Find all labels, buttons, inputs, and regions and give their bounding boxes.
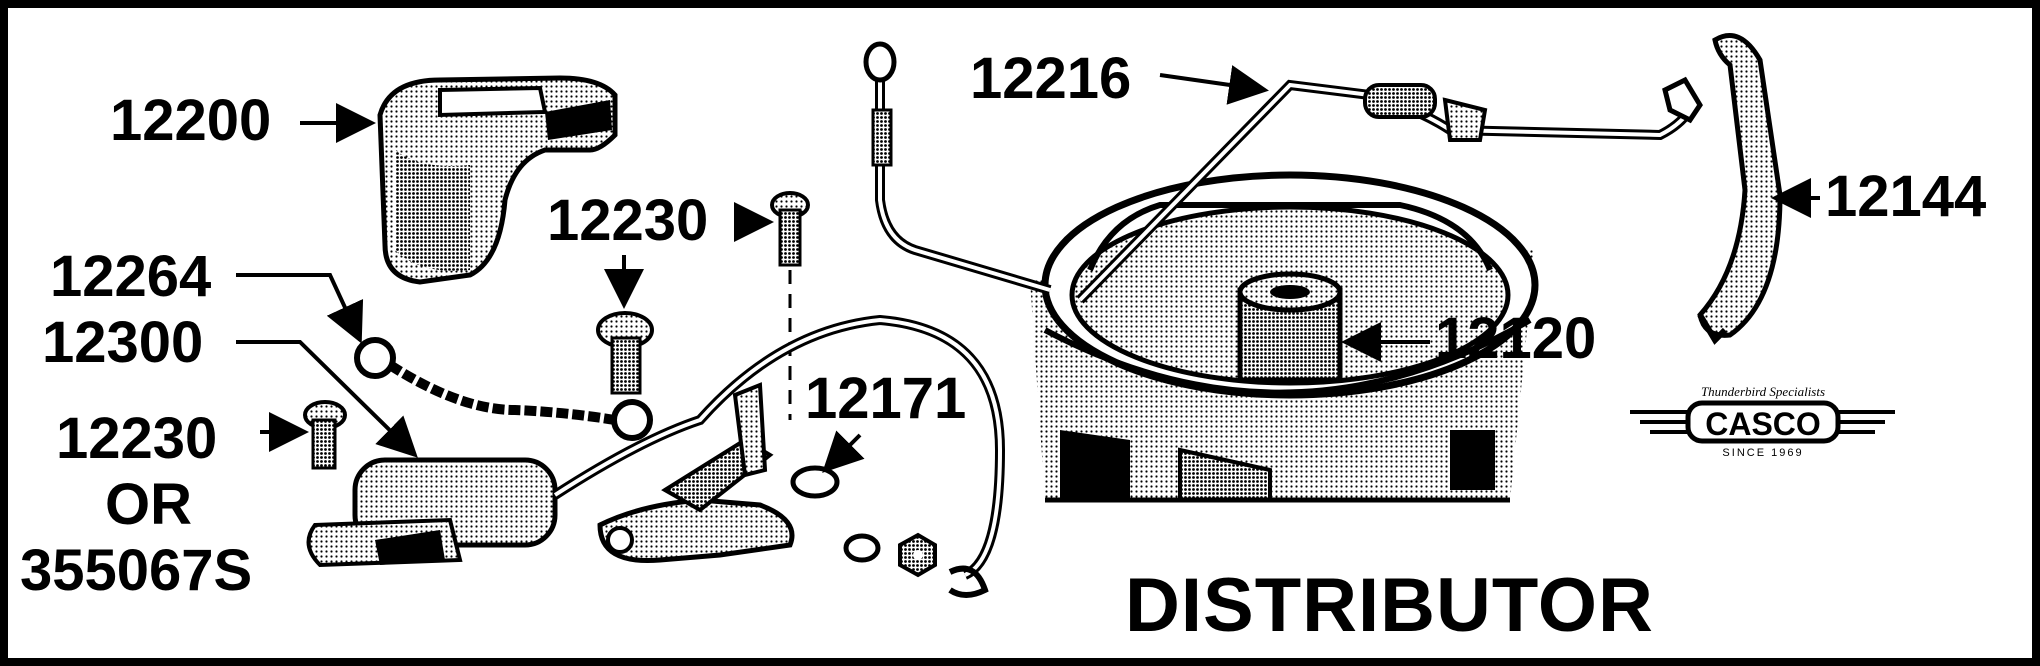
cap-clip-drawing	[1697, 33, 1783, 345]
label-rotor: 12200	[110, 88, 272, 153]
label-condenser-screw: 12230	[56, 406, 218, 471]
ground-strap-drawing	[354, 337, 653, 441]
label-condenser: 12300	[42, 310, 204, 375]
logo-tagline: Thunderbird Specialists	[1701, 384, 1825, 399]
diagram-title: DISTRIBUTOR	[1125, 563, 1654, 648]
washer-nut-drawing	[843, 532, 989, 598]
ground-strap-leader	[236, 273, 364, 344]
logo-since: SINCE 1969	[1722, 447, 1803, 459]
condenser-screw-drawing	[303, 400, 347, 470]
primary-lead-arrow	[1159, 65, 1269, 105]
screw-upper-drawing	[770, 191, 810, 267]
label-ground-strap: 12264	[50, 244, 212, 309]
points-drawing	[597, 382, 840, 564]
label-cap-clip: 12144	[1825, 164, 1987, 229]
points-arrow	[822, 430, 865, 473]
logo-brand: CASCO	[1705, 406, 1821, 442]
label-points: 12171	[805, 366, 967, 431]
label-primary-lead: 12216	[970, 46, 1132, 111]
label-cam: 12120	[1435, 306, 1597, 371]
rotor-drawing	[377, 75, 618, 285]
distributor-body-drawing	[1030, 171, 1539, 503]
screw-middle-drawing	[596, 311, 654, 395]
condenser-leader	[236, 340, 418, 458]
label-breaker-screw-upper: 12230	[547, 188, 709, 253]
label-condenser-alt: 355067S	[20, 538, 253, 603]
label-condenser-or: OR	[105, 472, 192, 537]
primary-lead-drawing	[863, 41, 1703, 304]
casco-logo: CASCO Thunderbird Specialists SINCE 1969	[1630, 384, 1895, 459]
condenser-drawing	[306, 314, 1006, 580]
